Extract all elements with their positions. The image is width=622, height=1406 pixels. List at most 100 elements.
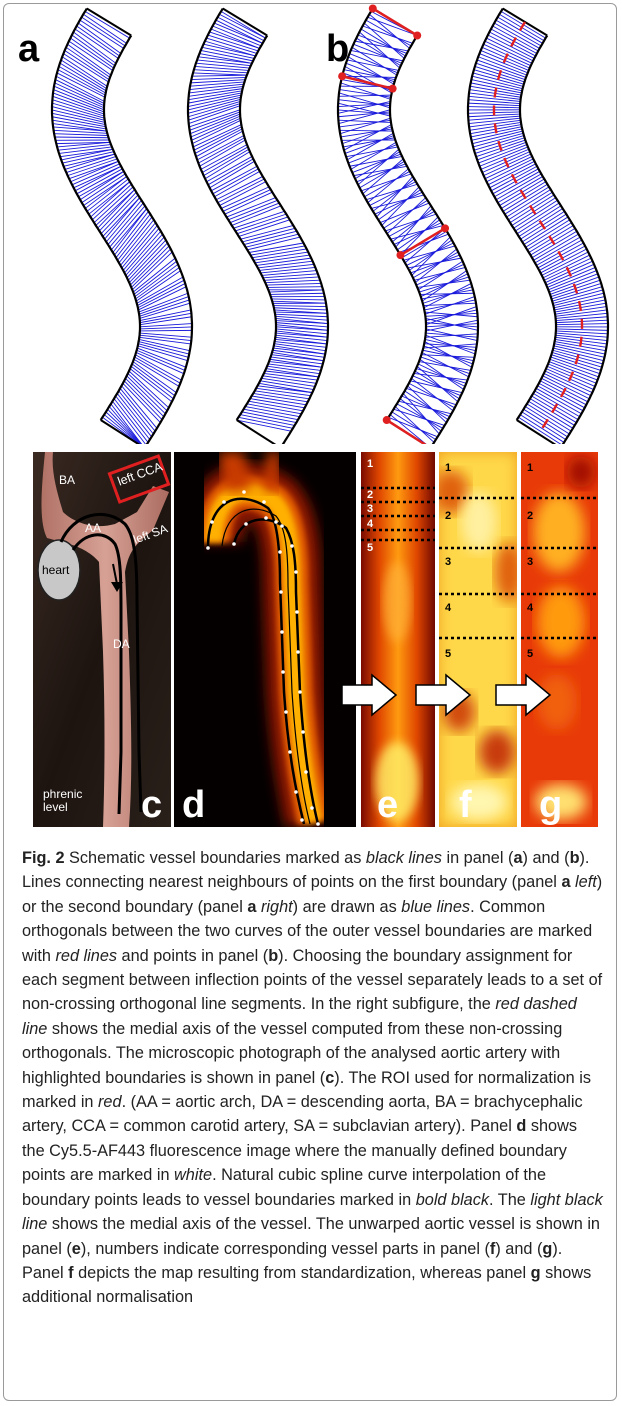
label-phrenic-level: phrenic level: [43, 788, 82, 814]
boundary-point: [262, 500, 266, 504]
orthogonal-point: [413, 32, 421, 40]
boundary-point: [279, 590, 283, 594]
orthogonal-point: [369, 4, 377, 12]
hatch-line: [274, 308, 327, 310]
hatch-line: [240, 415, 294, 426]
caption-bold: g: [531, 1264, 541, 1282]
hatch-line: [486, 38, 533, 61]
hatch-line: [265, 371, 319, 377]
boundary-point: [290, 544, 294, 548]
e-seg-1: 1: [367, 458, 373, 470]
g-seg-5: 5: [527, 648, 533, 660]
hatch-line: [65, 50, 109, 79]
hatch-line: [350, 156, 402, 166]
hatch-line: [61, 149, 113, 160]
caption-text: ) are drawn as: [293, 898, 402, 916]
hatch-line: [273, 306, 326, 307]
hatch-line: [101, 195, 138, 234]
hatch-line: [353, 44, 401, 63]
e-seg-2: 2: [367, 489, 373, 501]
hatch-line: [203, 44, 255, 56]
boundary-point: [222, 500, 226, 504]
hatch-line: [544, 373, 591, 395]
hatch-line: [402, 231, 447, 257]
panel-g-normalised: 1 2 3 4 5 g: [521, 452, 598, 827]
caption-text: Schematic vessel boundaries marked as: [65, 849, 366, 867]
hatch-line: [198, 57, 252, 64]
panel-label-c: c: [141, 786, 162, 824]
g-seg-1: 1: [527, 462, 533, 474]
hatch-line: [357, 164, 406, 182]
hatch-line: [197, 60, 251, 66]
label-heart: heart: [42, 564, 69, 577]
panel-d-fluorescence: d: [174, 452, 356, 827]
hatch-line: [138, 344, 188, 358]
arrow-right-icon: [416, 675, 470, 715]
hatch-line: [363, 159, 403, 194]
hatch-line: [140, 335, 192, 340]
caption-text: ) and (: [523, 849, 570, 867]
caption-italic: right: [261, 898, 293, 916]
hatch-line: [80, 20, 124, 48]
hatch-line: [125, 231, 161, 273]
orthogonal-point: [383, 416, 391, 424]
normalised-map-g: [521, 452, 598, 827]
label-da: DA: [113, 638, 130, 651]
hatch-line: [392, 209, 432, 242]
hatch-line: [66, 47, 110, 77]
hatch-line: [78, 23, 121, 53]
arrows-layer: [338, 672, 617, 718]
hatch-line: [62, 152, 113, 163]
hatch-line: [188, 95, 241, 106]
hatch-line: [206, 38, 257, 53]
hatch-line: [352, 154, 401, 172]
caption-bold: d: [516, 1117, 526, 1135]
boundary-point: [295, 610, 299, 614]
hatch-line: [61, 60, 107, 89]
hatch-line: [234, 211, 285, 228]
hatch-line: [139, 342, 190, 354]
hatch-line: [99, 192, 136, 231]
hatch-line: [140, 330, 192, 331]
hatch-line: [52, 113, 105, 124]
hatch-line: [347, 60, 399, 71]
hatch-line: [58, 145, 111, 151]
caption-text: . The: [489, 1191, 530, 1209]
panels-ab-schematic: [4, 4, 617, 444]
hatch-line: [55, 137, 109, 138]
f-seg-5: 5: [445, 648, 451, 660]
g-seg-2: 2: [527, 510, 533, 522]
caption-text: ), numbers indicate corresponding vessel…: [81, 1240, 490, 1258]
boundary-point: [278, 550, 282, 554]
orthogonal-point: [396, 251, 404, 259]
hatch-line: [202, 147, 248, 173]
boundary-point: [294, 570, 298, 574]
caption-italic: blue lines: [401, 898, 470, 916]
orthogonal-point: [338, 72, 346, 80]
hatch-line: [543, 376, 590, 399]
figure-frame: a b BA left CCA AA left SA heart: [3, 3, 617, 1401]
hatch-line: [244, 231, 297, 244]
boundary-point: [300, 818, 304, 822]
hatch-line: [389, 211, 435, 236]
boundary-point: [301, 730, 305, 734]
hatch-line: [347, 133, 393, 160]
caption-text: depicts the map resulting from standardi…: [74, 1264, 531, 1282]
hatch-line: [191, 77, 246, 79]
hatch-line: [270, 293, 324, 294]
boundary-point: [264, 516, 268, 520]
hatch-line: [469, 118, 521, 123]
panel-label-a: a: [18, 30, 39, 68]
hatch-line: [193, 73, 247, 75]
boundary-point: [310, 806, 314, 810]
caption-bold: g: [542, 1240, 552, 1258]
boundary-point: [244, 522, 248, 526]
vessel-end: [237, 420, 281, 444]
hatch-line: [139, 337, 191, 344]
orthogonal-point: [441, 224, 449, 232]
hatch-line: [140, 327, 192, 329]
hatch-line: [345, 136, 394, 154]
caption-italic: red: [98, 1093, 122, 1111]
hatch-line: [266, 283, 321, 285]
g-seg-4: 4: [527, 602, 533, 614]
